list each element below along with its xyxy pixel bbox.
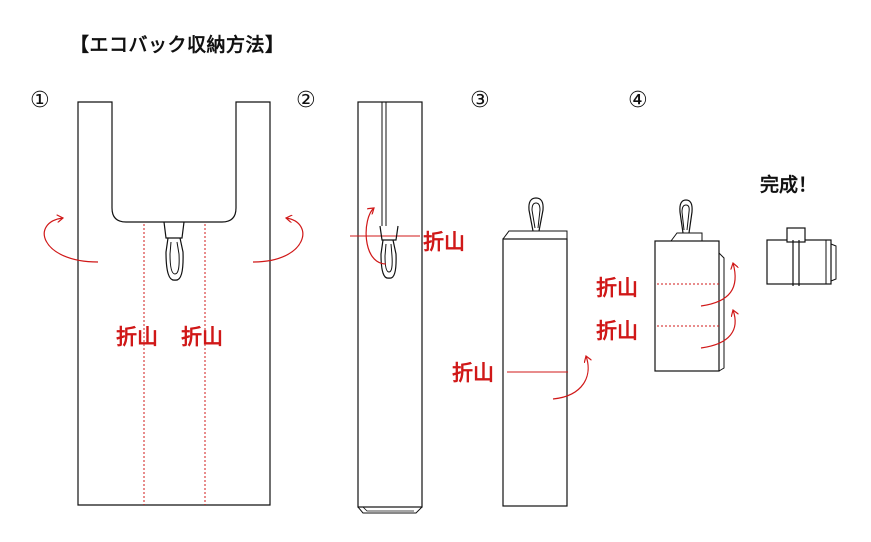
bag-step-3 <box>502 197 588 507</box>
bag-loop-icon <box>163 221 185 281</box>
bag-step-2 <box>350 101 423 514</box>
fold-label-1b: 折山 <box>181 325 223 349</box>
fold-label-2: 折山 <box>423 230 465 254</box>
bag-step-1 <box>43 101 304 506</box>
fold-arrow-icon <box>552 356 588 400</box>
fold-arrow-icon <box>365 208 387 265</box>
bag-loop-icon <box>528 197 544 232</box>
bag-loop-icon <box>379 225 399 279</box>
fold-label-1a: 折山 <box>116 325 158 349</box>
step-number-1: ① <box>30 88 50 113</box>
fold-label-4b: 折山 <box>596 319 638 343</box>
fold-arrow-icon <box>700 263 735 307</box>
complete-label: 完成！ <box>760 174 818 196</box>
fold-label-4a: 折山 <box>596 276 638 300</box>
fold-arrow-icon <box>252 218 304 263</box>
fold-arrow-icon <box>700 310 735 349</box>
fold-label-3: 折山 <box>452 361 494 385</box>
step-number-3: ③ <box>470 88 490 113</box>
bag-complete <box>766 227 837 286</box>
bag-loop-icon <box>679 199 693 234</box>
bag-step-4 <box>654 199 735 372</box>
step-number-2: ② <box>296 88 316 113</box>
step-number-4: ④ <box>628 88 648 113</box>
page-title: 【エコバック収納方法】 <box>70 34 285 56</box>
fold-arrow-icon <box>43 218 99 263</box>
